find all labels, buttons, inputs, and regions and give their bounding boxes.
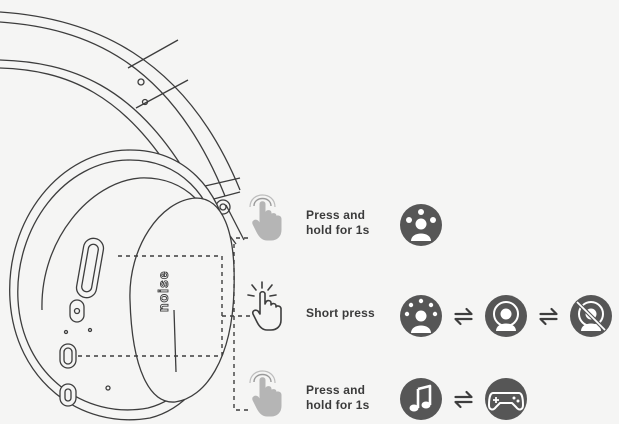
brand-logo: noise [155, 270, 171, 312]
voice-assistant-icon [400, 204, 442, 246]
row-1-label-line-2: hold for 1s [306, 223, 370, 237]
ear-cup [9, 149, 235, 421]
transparency-mode-icon [485, 295, 527, 337]
switch-arrows-icon [454, 307, 473, 326]
row-2-label: Short press [306, 306, 375, 321]
mode-icons [400, 204, 612, 420]
row-3-label-line-2: hold for 1s [306, 398, 370, 412]
connector-lines [74, 237, 250, 411]
row-1-label-line-1: Press and [306, 208, 366, 222]
row-1-label: Press and hold for 1s [306, 208, 370, 238]
gaming-mode-icon [485, 378, 527, 420]
ear-cup-buttons [59, 237, 111, 407]
anc-off-icon [570, 295, 612, 337]
row-3-label-line-1: Press and [306, 383, 366, 397]
switch-arrows-icon [454, 390, 473, 409]
headband [0, 11, 245, 245]
hand-icons [247, 194, 282, 417]
row-3-label: Press and hold for 1s [306, 383, 370, 413]
ambient-mode-icon [400, 295, 442, 337]
switch-arrows-icon [539, 307, 558, 326]
short-press-hand-icon [247, 281, 282, 331]
press-hold-hand-icon-2 [249, 370, 282, 417]
music-mode-icon [400, 378, 442, 420]
press-hold-hand-icon-1 [249, 194, 282, 241]
row-2-label-line-1: Short press [306, 306, 375, 320]
